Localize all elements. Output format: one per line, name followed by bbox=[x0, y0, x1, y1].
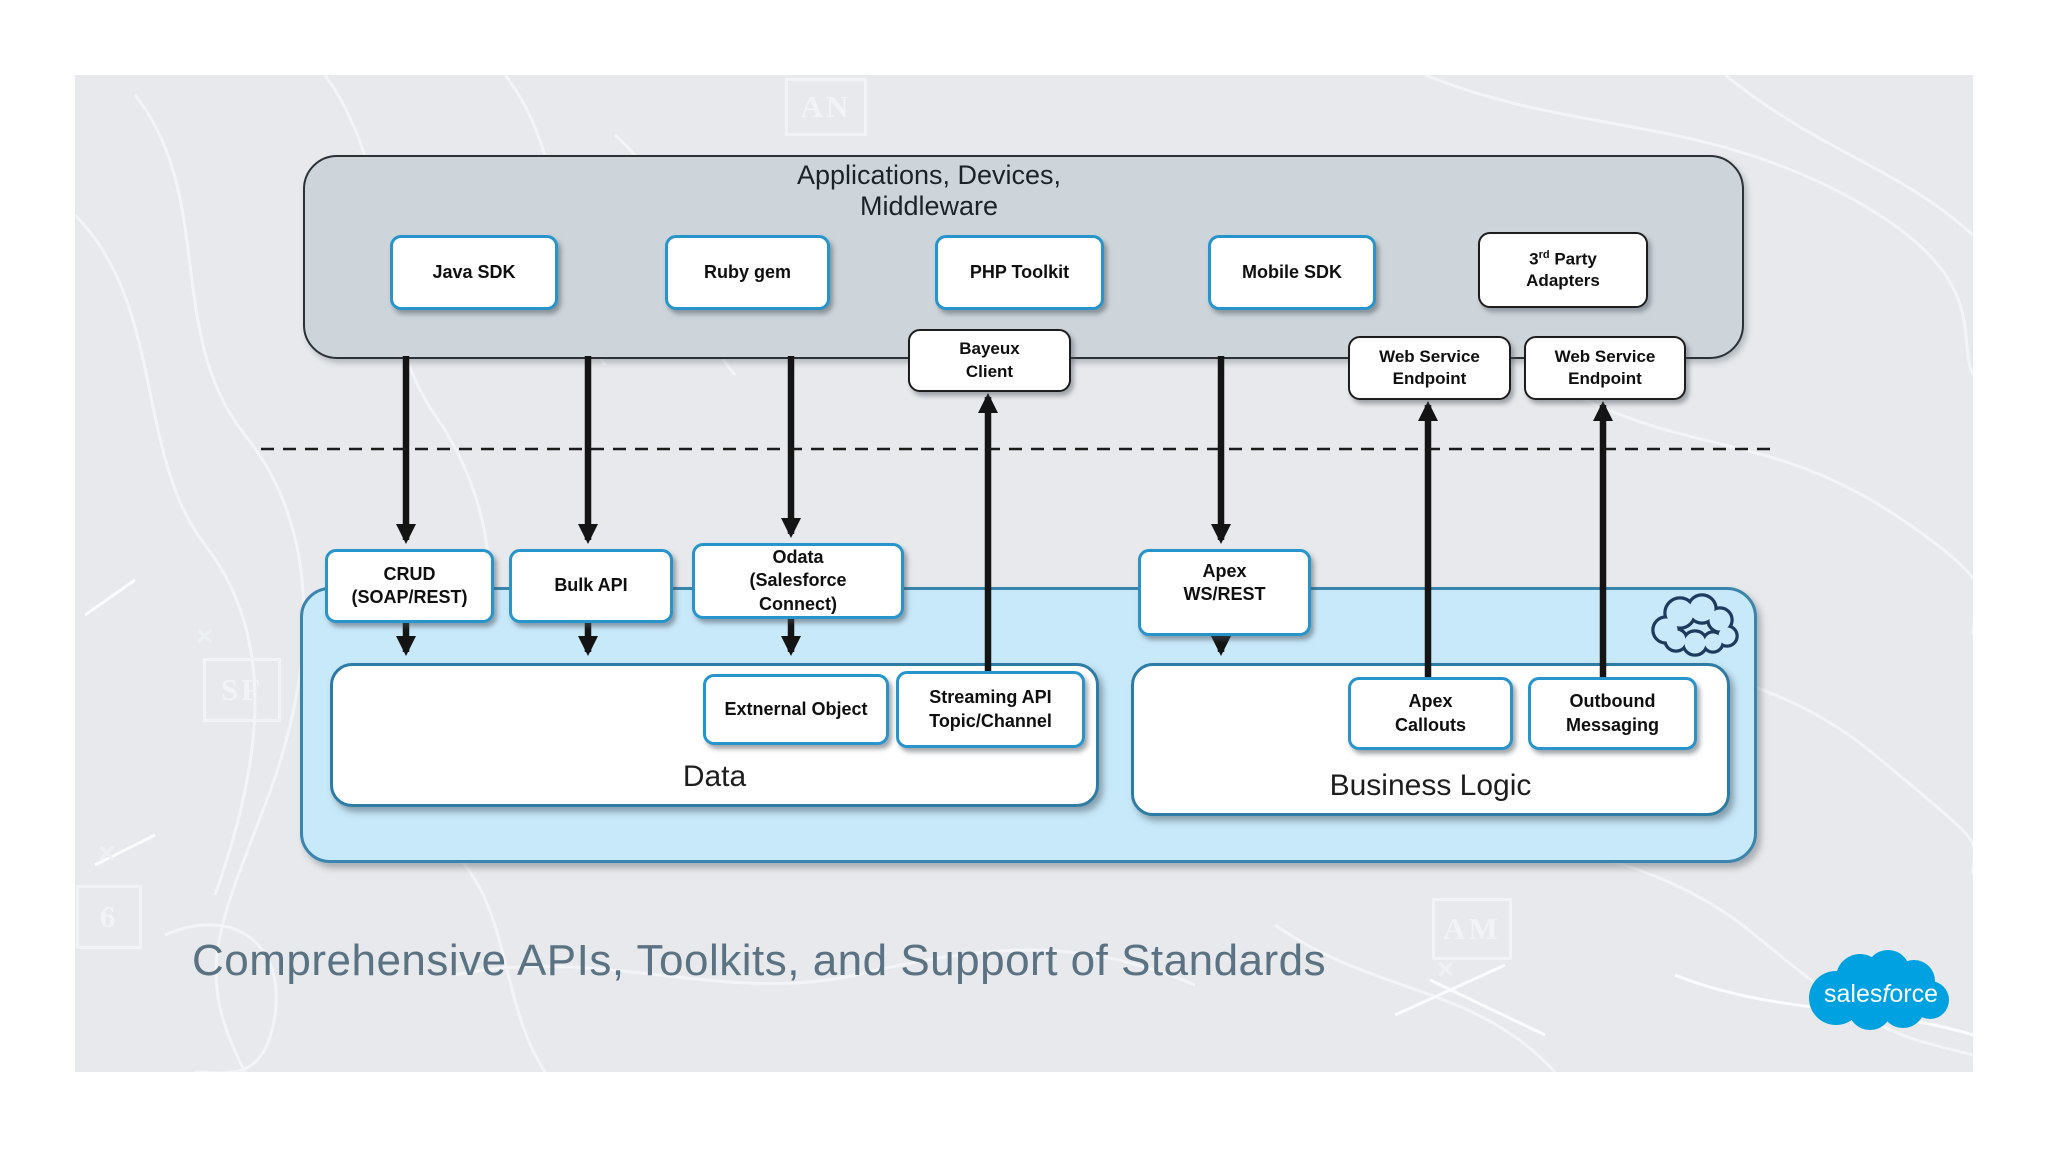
box-external-object-label: Extnernal Object bbox=[724, 698, 868, 719]
watermark-badge-left: SF bbox=[203, 658, 281, 722]
data-section-label: Data bbox=[682, 760, 747, 793]
box-odata-label: Odata (Salesforce Connect) bbox=[749, 546, 847, 614]
watermark-x-mark: × bbox=[98, 837, 116, 870]
third-party-line2: Adapters bbox=[1526, 271, 1600, 291]
box-mobile-sdk-label: Mobile SDK bbox=[1241, 261, 1342, 282]
box-crud-soap-rest: CRUD (SOAP/REST) bbox=[325, 549, 494, 623]
box-apex-ws-rest: Apex WS/REST bbox=[1138, 549, 1311, 636]
box-third-party-adapters: 3rd Party Adapters bbox=[1478, 232, 1648, 308]
box-php-toolkit-label: PHP Toolkit bbox=[969, 261, 1070, 282]
box-web-service-endpoint-1: Web Service Endpoint bbox=[1348, 336, 1511, 400]
box-apex-ws-rest-label: Apex WS/REST bbox=[1183, 561, 1266, 605]
apps-container-title: Applications, Devices, Middleware bbox=[796, 160, 1062, 221]
watermark-x-mark: × bbox=[196, 620, 214, 653]
third-party-ordinal: rd bbox=[1538, 248, 1550, 261]
box-web-service-endpoint-2-label: Web Service Endpoint bbox=[1554, 346, 1656, 388]
box-php-toolkit: PHP Toolkit bbox=[935, 235, 1104, 310]
box-odata-salesforce-connect: Odata (Salesforce Connect) bbox=[692, 543, 904, 619]
watermark-badge-bottom-left: 6 bbox=[76, 885, 142, 949]
box-apex-callouts-label: Apex Callouts bbox=[1394, 691, 1466, 735]
box-java-sdk-label: Java SDK bbox=[432, 261, 516, 282]
business-logic-section-label: Business Logic bbox=[1329, 769, 1532, 802]
box-bulk-api: Bulk API bbox=[509, 549, 673, 623]
slide-caption: Comprehensive APIs, Toolkits, and Suppor… bbox=[192, 936, 1327, 985]
box-outbound-messaging: Outbound Messaging bbox=[1528, 677, 1697, 750]
box-outbound-messaging-label: Outbound Messaging bbox=[1565, 691, 1660, 735]
box-third-party-adapters-label: 3rd Party Adapters bbox=[1526, 248, 1600, 293]
box-ruby-gem: Ruby gem bbox=[665, 235, 830, 310]
watermark-badge-bottom-right: AM bbox=[1432, 898, 1512, 960]
box-mobile-sdk: Mobile SDK bbox=[1208, 235, 1376, 310]
third-party-number: 3 bbox=[1529, 249, 1539, 269]
box-bayeux-client-label: Bayeux Client bbox=[959, 339, 1020, 381]
watermark-badge-top: AN bbox=[785, 78, 867, 136]
box-ruby-gem-label: Ruby gem bbox=[703, 261, 791, 282]
box-web-service-endpoint-2: Web Service Endpoint bbox=[1524, 336, 1686, 400]
box-streaming-api-topic-channel: Streaming API Topic/Channel bbox=[896, 671, 1085, 748]
watermark-x-mark: × bbox=[1437, 953, 1455, 986]
third-party-word: Party bbox=[1549, 249, 1597, 269]
box-external-object: Extnernal Object bbox=[703, 674, 889, 745]
box-bayeux-client: Bayeux Client bbox=[908, 329, 1071, 392]
box-apex-callouts: Apex Callouts bbox=[1348, 677, 1513, 750]
box-crud-label: CRUD (SOAP/REST) bbox=[351, 563, 468, 607]
box-java-sdk: Java SDK bbox=[390, 235, 558, 310]
box-web-service-endpoint-1-label: Web Service Endpoint bbox=[1379, 346, 1480, 388]
box-streaming-api-label: Streaming API Topic/Channel bbox=[929, 687, 1052, 731]
box-bulk-api-label: Bulk API bbox=[554, 575, 628, 596]
